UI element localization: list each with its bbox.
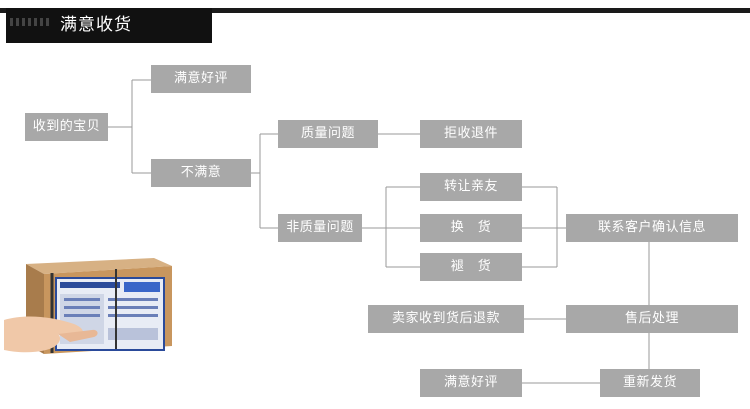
page-title: 满意收货 xyxy=(60,15,132,35)
node-quality-issue: 质量问题 xyxy=(278,120,378,148)
node-reject-return: 拒收退件 xyxy=(420,120,522,148)
node-gift-to-friend: 转让亲友 xyxy=(420,173,522,201)
node-unsatisfied: 不满意 xyxy=(151,159,251,187)
node-received: 收到的宝贝 xyxy=(25,113,108,141)
node-satisfied-bottom: 满意好评 xyxy=(420,369,522,397)
node-contact-support: 联系客户确认信息 xyxy=(566,214,738,242)
node-non-quality-issue: 非质量问题 xyxy=(278,214,362,242)
node-satisfied-top: 满意好评 xyxy=(151,65,251,93)
node-exchange: 换 货 xyxy=(420,214,522,242)
node-after-sales: 售后处理 xyxy=(566,305,738,333)
node-reship: 重新发货 xyxy=(600,369,700,397)
header-rule xyxy=(0,8,750,13)
package-illustration xyxy=(4,258,172,354)
header-decoration xyxy=(10,18,50,26)
node-return-goods: 褪 货 xyxy=(420,253,522,281)
node-seller-refund: 卖家收到货后退款 xyxy=(368,305,524,333)
